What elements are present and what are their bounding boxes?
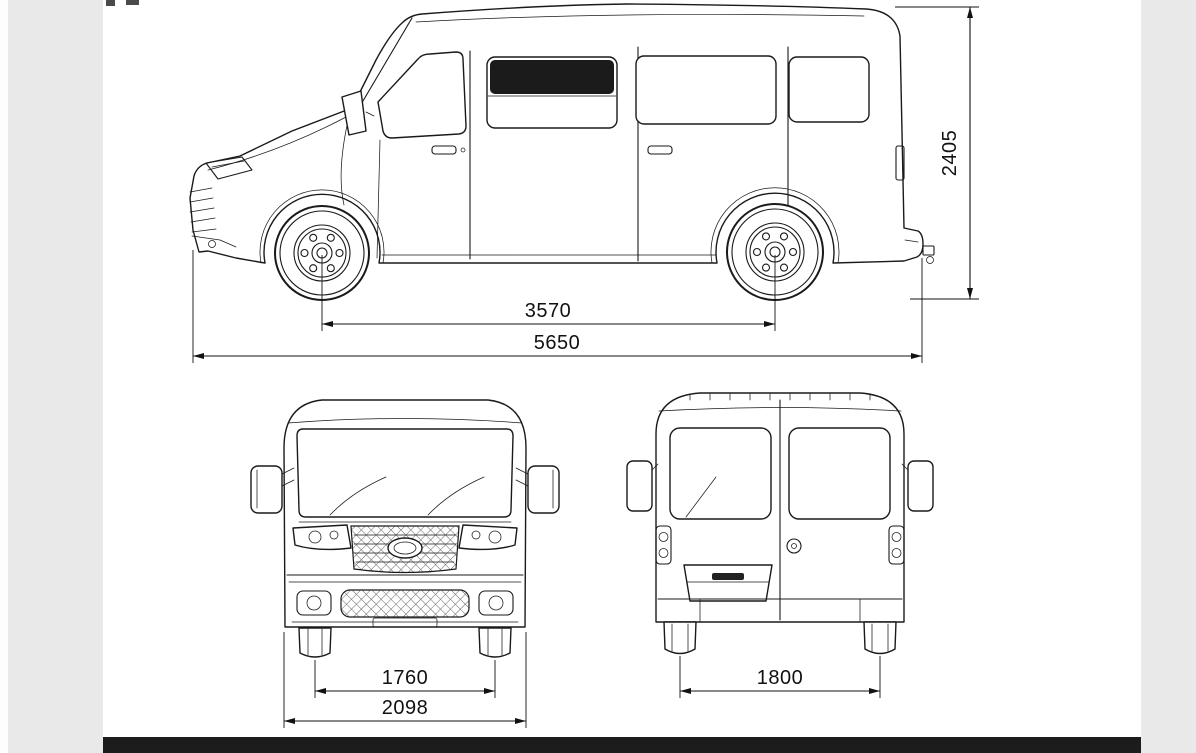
- rear-step-panel: [683, 564, 773, 602]
- license-recess: [372, 617, 438, 628]
- rear-view-drawing: 1800: [626, 392, 934, 698]
- left-edge-strip: [0, 0, 8, 753]
- wiper-left: [329, 476, 387, 516]
- wheelbase-value: 3570: [525, 300, 572, 322]
- tail-lamp-side: [895, 145, 905, 181]
- wheelbase-dimension: 3570: [321, 255, 776, 331]
- rear-track-value: 1800: [757, 667, 804, 689]
- bottom-bar: [103, 737, 1141, 753]
- rear-wheel-side: [726, 203, 824, 301]
- tail-lamp-right: [888, 525, 905, 565]
- overall-length-value: 5650: [534, 332, 581, 354]
- front-bumper: [286, 574, 524, 628]
- fog-lamp-right: [478, 590, 514, 616]
- wiper-right: [427, 476, 485, 516]
- overall-width-dimension: 2098: [283, 632, 527, 728]
- front-view-drawing: 1760 2098: [250, 399, 560, 728]
- side-view-drawing: 3570 5650 2405: [189, 3, 979, 363]
- tow-hitch: [922, 245, 935, 256]
- rear-mirror-left: [626, 460, 659, 512]
- top-edge-artifact: [126, 0, 139, 5]
- driver-door-window: [377, 51, 467, 139]
- side-window-3: [788, 56, 870, 123]
- front-track-dimension: 1760: [314, 660, 496, 698]
- top-edge-artifact: [106, 0, 115, 6]
- side-mirror: [341, 90, 367, 136]
- front-mirror-right: [515, 465, 560, 514]
- rear-window-left: [669, 427, 772, 520]
- sliding-door-handle: [647, 145, 673, 155]
- overall-width-value: 2098: [382, 697, 429, 719]
- front-grille: [350, 525, 460, 574]
- fog-lamp-left: [296, 590, 332, 616]
- lower-intake: [340, 589, 470, 618]
- side-windows: [377, 51, 870, 139]
- fog-light-side: [208, 240, 216, 248]
- rear-window-right: [788, 427, 891, 520]
- front-mirror-left: [250, 465, 295, 514]
- front-grille-slats: [189, 187, 217, 233]
- overall-length-dimension: 5650: [192, 250, 923, 363]
- rear-wiper: [685, 476, 717, 518]
- rear-mirror-right: [901, 460, 934, 512]
- front-door-handle: [431, 145, 457, 155]
- headlight-left: [292, 524, 352, 551]
- rear-view-wheels: [663, 621, 897, 655]
- side-window-2: [635, 55, 777, 125]
- rear-door-handle: [786, 538, 802, 554]
- tail-lamp-left: [655, 525, 672, 565]
- windshield: [296, 428, 514, 518]
- rear-bumper: [657, 598, 903, 623]
- headlight-right: [458, 524, 518, 551]
- side-window-1-tint: [490, 60, 614, 94]
- rear-track-dimension: 1800: [679, 656, 881, 698]
- front-track-value: 1760: [382, 667, 429, 689]
- brand-logo: [387, 537, 423, 559]
- overall-height-value: 2405: [939, 130, 961, 177]
- headlight-side: [205, 156, 253, 180]
- overall-height-dimension: 2405: [895, 6, 979, 300]
- front-view-wheels: [298, 627, 512, 658]
